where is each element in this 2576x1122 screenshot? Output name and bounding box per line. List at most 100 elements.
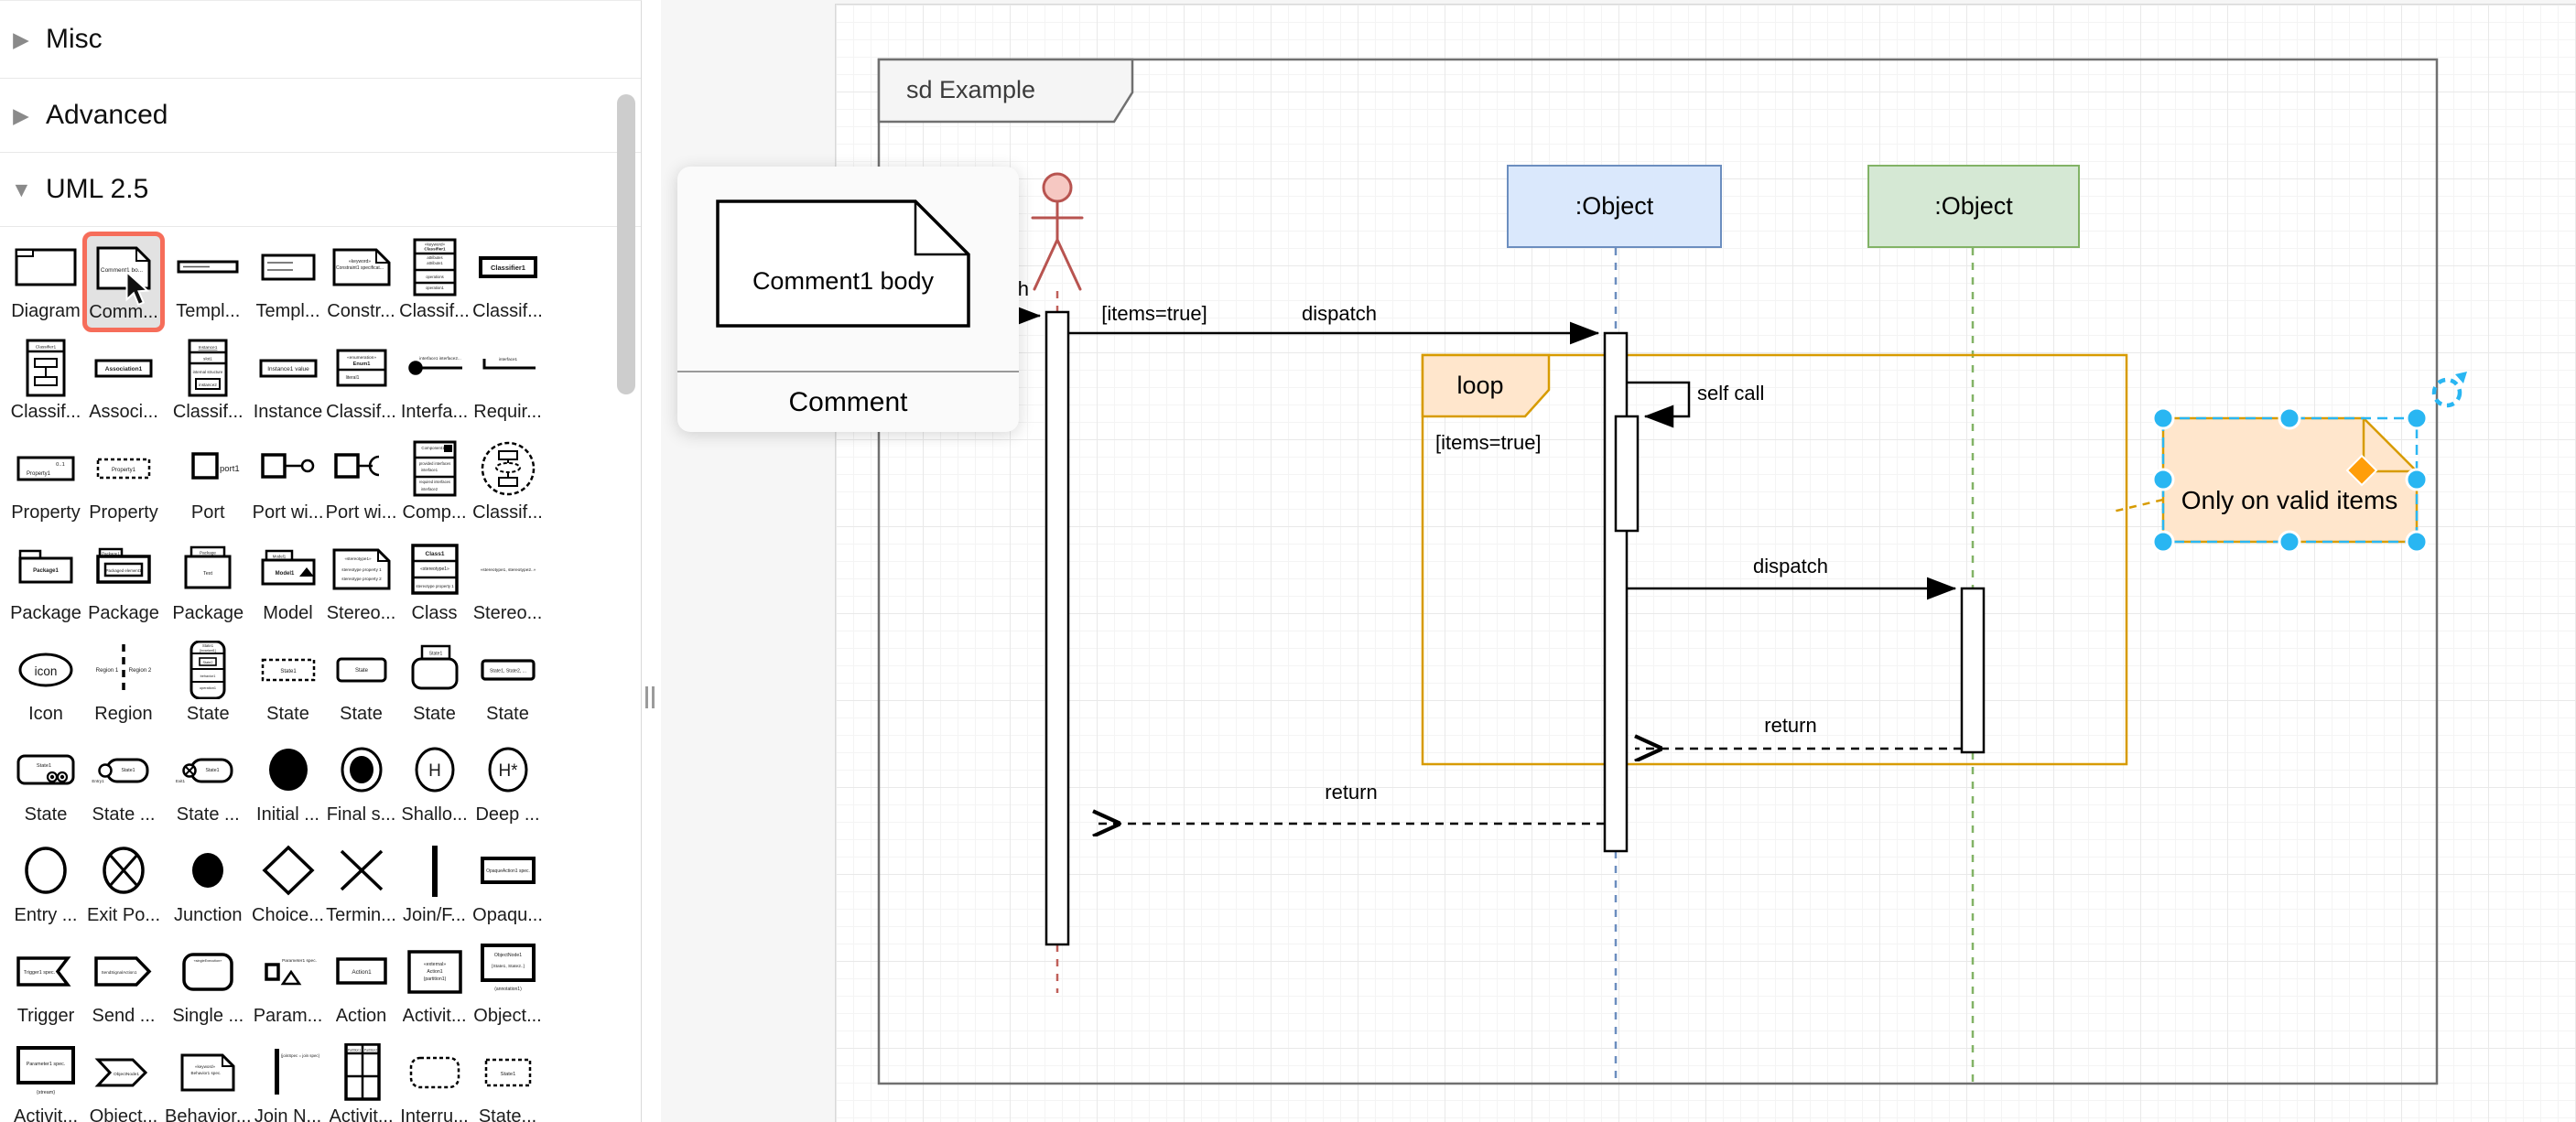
comment-note[interactable]: [2161, 416, 2419, 544]
lifeline-object1[interactable]: :Object: [1507, 165, 1722, 248]
palette-item[interactable]: Port wi...: [325, 433, 398, 534]
palette-item[interactable]: ObjectNode1[State1, State2..](annotation…: [471, 936, 545, 1037]
actor-activation-bar[interactable]: [1044, 310, 1070, 946]
sequence-frame[interactable]: [877, 58, 2439, 1085]
palette-item[interactable]: «external»Action1(partition1)Activit...: [398, 936, 471, 1037]
palette-item[interactable]: «keyword»Constraint1 specificat...Constr…: [325, 232, 398, 332]
palette-item[interactable]: Termin...: [325, 836, 398, 936]
frame-title[interactable]: sd Example: [906, 76, 1036, 103]
svg-text:State2: State2: [203, 661, 213, 664]
palette-item[interactable]: Parameter1 spec.{stream}Activit...: [9, 1037, 82, 1122]
actor-figure[interactable]: [1031, 172, 1084, 291]
palette-item[interactable]: State1, State2, ...State: [471, 634, 545, 735]
palette-item-label: Join/F...: [403, 905, 466, 925]
palette-item[interactable]: Final s...: [325, 735, 398, 836]
message-label-self-call[interactable]: self call: [1697, 382, 1765, 405]
object1-nested-activation-bar[interactable]: [1614, 415, 1640, 533]
palette-item[interactable]: Port wi...: [252, 433, 325, 534]
selection-handles[interactable]: [2151, 406, 2429, 554]
loop-fragment[interactable]: [1421, 353, 2128, 766]
palette-item[interactable]: «keyword»Behavior1 spec.Behavior...: [165, 1037, 252, 1122]
palette-item[interactable]: Exit Po...: [82, 836, 165, 936]
palette-item[interactable]: H*Deep ...: [471, 735, 545, 836]
panel-divider[interactable]: [642, 0, 662, 1122]
panel-collapse-handle[interactable]: [645, 686, 656, 708]
palette-item[interactable]: Join/F...: [398, 836, 471, 936]
sidebar-section-advanced[interactable]: ▶ Advanced: [0, 79, 641, 153]
palette-item[interactable]: Initial ...: [252, 735, 325, 836]
palette-item[interactable]: «singleExecution»Single ...: [165, 936, 252, 1037]
rotate-handle-icon[interactable]: [2431, 372, 2467, 408]
palette-item[interactable]: Interru...: [398, 1037, 471, 1122]
message-label-return-outer[interactable]: return: [1325, 781, 1378, 804]
palette-item[interactable]: {joinSpec = join spec}Join N...: [252, 1037, 325, 1122]
message-label-dispatch-inner[interactable]: dispatch: [1753, 555, 1828, 577]
palette-item-label: Icon: [28, 704, 63, 724]
sidebar-scrollbar[interactable]: [617, 94, 635, 394]
message-label-return-inner[interactable]: return: [1764, 714, 1817, 737]
object1-activation-bar[interactable]: [1603, 331, 1629, 853]
palette-item[interactable]: Entry ...: [9, 836, 82, 936]
palette-item[interactable]: OpaqueAction1 spec.Opaqu...: [471, 836, 545, 936]
lifeline-object2[interactable]: :Object: [1867, 165, 2080, 248]
palette-item[interactable]: «stereotype1, stereotype2..»Stereo...: [471, 534, 545, 634]
palette-item[interactable]: interface1 interface2...Interfa...: [398, 332, 471, 433]
palette-item[interactable]: Class1«stereotype1»stereotype property 1…: [398, 534, 471, 634]
sidebar-section-uml25[interactable]: ▼ UML 2.5: [0, 153, 641, 227]
sidebar-section-misc[interactable]: ▶ Misc: [0, 1, 641, 79]
fragment-guard-label[interactable]: [items=true]: [1435, 431, 1542, 454]
palette-item[interactable]: Diagram: [9, 232, 82, 332]
palette-item[interactable]: Comment1 bo...Comm...: [82, 232, 165, 332]
comment-text[interactable]: Only on valid items: [2181, 486, 2398, 514]
fragment-operator-label[interactable]: loop: [1456, 372, 1504, 399]
required-interface-icon: interface1: [471, 336, 545, 400]
palette-item[interactable]: Junction: [165, 836, 252, 936]
palette-item[interactable]: Templ...: [165, 232, 252, 332]
palette-item[interactable]: Choice...: [252, 836, 325, 936]
message-guard-label[interactable]: [items=true]: [1101, 302, 1207, 325]
palette-item[interactable]: Classif...: [471, 433, 545, 534]
message-label-dispatch[interactable]: dispatch: [1302, 302, 1377, 325]
association-icon: Association1: [87, 336, 160, 400]
diagram-canvas[interactable]: sd Example :Object :Object dispatch [ite…: [661, 0, 2576, 1122]
palette-item[interactable]: Trigger1 spec.Trigger: [9, 936, 82, 1037]
palette-item[interactable]: Templ...: [252, 232, 325, 332]
self-call-arrow[interactable]: [1627, 381, 1691, 428]
edge-handle-diamond[interactable]: [2345, 454, 2378, 487]
palette-item[interactable]: Parameter1 spec.Param...: [252, 936, 325, 1037]
object2-activation-bar[interactable]: [1960, 587, 1986, 754]
comment-connector[interactable]: [2112, 498, 2164, 513]
